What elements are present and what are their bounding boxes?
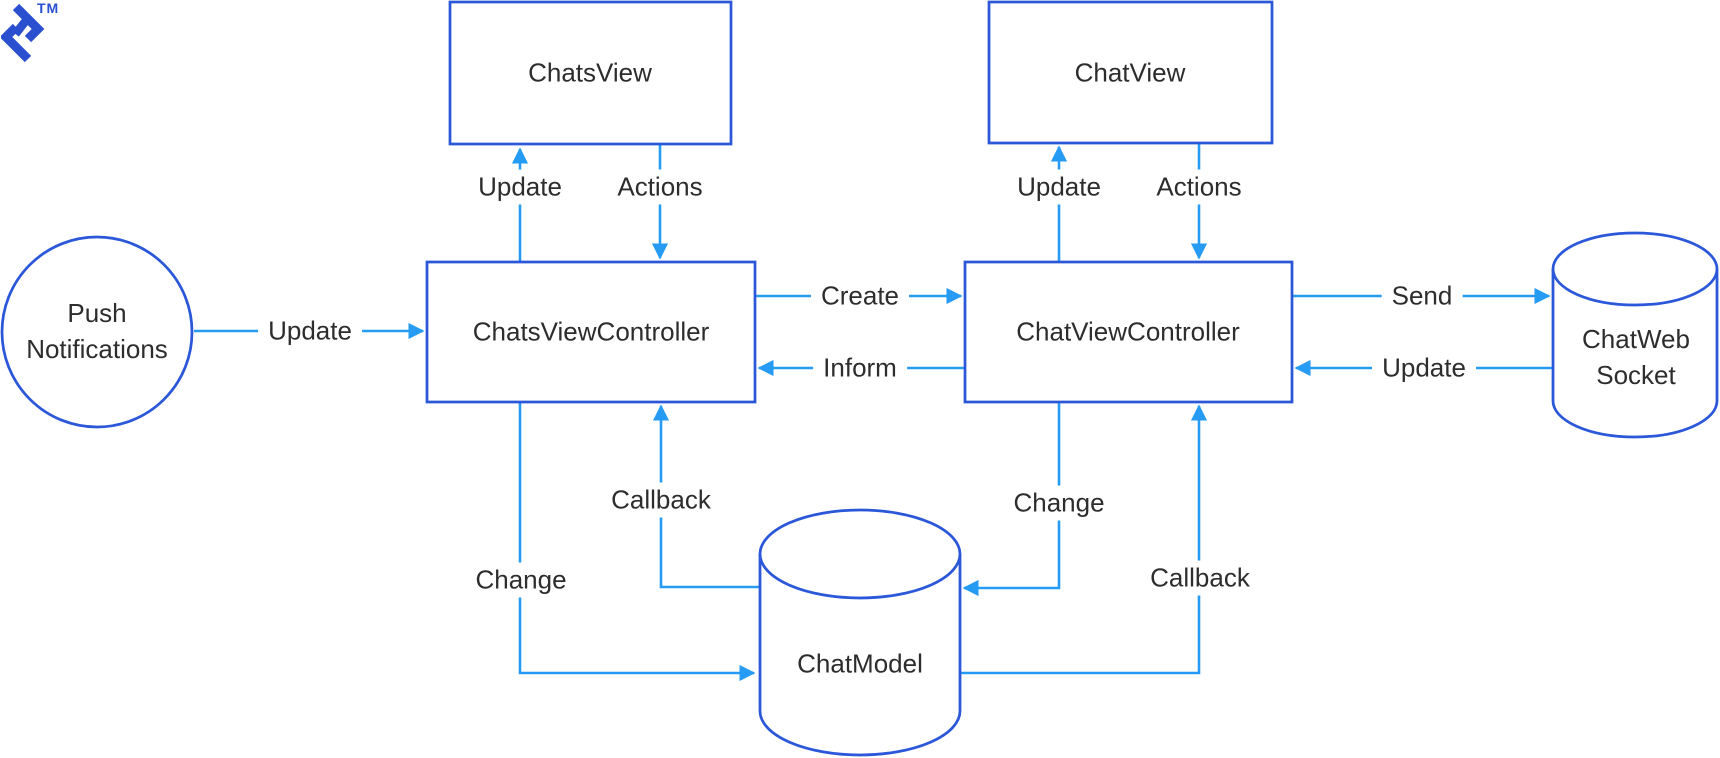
edge-label-chat-update: Update xyxy=(1007,169,1111,205)
edge-label-chats-change: Change xyxy=(465,562,577,598)
push-notifications-node xyxy=(0,235,194,429)
edge-label-create: Create xyxy=(810,278,910,314)
push-notifications-label: Push Notifications xyxy=(26,298,168,364)
edge-label-push-update: Update xyxy=(258,313,362,349)
edge-label-chat-callback: Callback xyxy=(1140,560,1260,596)
edge-chat-callback-line xyxy=(960,404,1208,675)
edge-label-chats-update: Update xyxy=(468,169,572,205)
edge-chats-callback-line xyxy=(652,404,760,589)
edge-label-socket-update: Update xyxy=(1372,350,1476,386)
trademark-label: TM xyxy=(37,0,60,16)
chat-web-socket-node xyxy=(1551,231,1719,439)
chats-view-controller-node xyxy=(425,260,757,404)
edge-label-chats-callback: Callback xyxy=(601,482,721,518)
edge-label-chats-actions: Actions xyxy=(607,169,713,205)
edge-label-inform: Inform xyxy=(813,350,907,386)
edge-label-chat-actions: Actions xyxy=(1146,169,1252,205)
chats-view-controller-label: ChatsViewController xyxy=(472,316,710,347)
edge-label-chat-change: Change xyxy=(1003,485,1115,521)
chat-web-socket-label: ChatWeb Socket xyxy=(1582,324,1690,390)
chats-view-label: ChatsView xyxy=(528,57,652,88)
edge-chat-change-line xyxy=(962,402,1061,597)
edge-label-send: Send xyxy=(1381,278,1463,314)
chat-model-node xyxy=(758,508,962,757)
chats-view-node xyxy=(448,0,733,146)
chat-view-node xyxy=(987,0,1274,145)
toptal-logo-icon xyxy=(1,3,45,63)
edge-chats-change-line xyxy=(518,402,756,682)
chat-view-label: ChatView xyxy=(1074,57,1186,88)
chat-view-controller-label: ChatViewController xyxy=(1016,316,1240,347)
chat-view-controller-node xyxy=(963,260,1294,404)
chat-model-label: ChatModel xyxy=(797,648,923,679)
